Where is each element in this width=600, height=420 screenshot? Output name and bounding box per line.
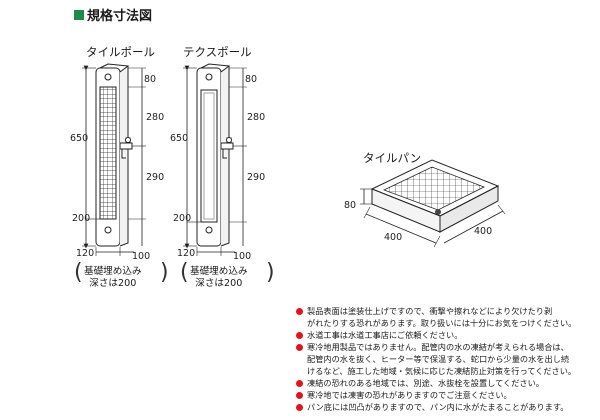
- tile-note-line1: 基礎埋め込み: [84, 266, 142, 277]
- pan-width-label: 400: [384, 232, 402, 243]
- note-line: けるなど、施工した地域・気候に応じた凍結防止対策を行ってください。: [307, 366, 577, 376]
- tile-height-label: 650: [70, 133, 88, 144]
- tile-pole-title: タイルポール: [86, 45, 155, 59]
- tile-top-label: 80: [144, 74, 156, 85]
- tile-mid-label: 280: [146, 112, 164, 123]
- tex-bottom-label: 200: [173, 213, 191, 224]
- bullet-icon: [296, 404, 303, 411]
- tile-note-paren-open: (: [74, 260, 83, 285]
- bullet-icon: [296, 380, 303, 387]
- bullet-icon: [296, 308, 303, 315]
- note-line: 凍結の恐れのある地域では、別途、水抜栓を設置してください。: [296, 377, 596, 389]
- pan-depth-label: 400: [474, 226, 492, 237]
- note-line: 製品表面は塗装仕上げですので、衝撃や擦れなどにより欠けたり剥: [296, 305, 596, 317]
- tex-width-label: 120: [177, 248, 195, 259]
- note-line: 寒冷地用製品ではありません。配管内の水の凍結が考えられる場合は、: [296, 341, 596, 353]
- note-line: がれたりする恐れがあります。取り扱いには十分にお気をつけください。: [307, 318, 577, 328]
- tex-note-line2: 深さは200: [195, 277, 243, 289]
- tex-pole-note: 基礎埋め込み 深さは200: [190, 266, 248, 290]
- note-line: 配管内の水を抜く、ヒーター等で保温する、蛇口から少量の水を出し続: [307, 354, 570, 364]
- tile-note-paren-close: ): [160, 260, 169, 285]
- tex-depth-label: 100: [233, 251, 251, 262]
- heading-square-icon: [74, 9, 84, 20]
- tile-pole-drawing: [82, 63, 146, 256]
- caution-notes: 製品表面は塗装仕上げですので、衝撃や擦れなどにより欠けたり剥 がれたりする恐れが…: [296, 305, 596, 413]
- tex-note-paren-close: ): [266, 260, 275, 285]
- tex-lower-label: 290: [247, 172, 265, 183]
- tex-note-line1: 基礎埋め込み: [190, 266, 248, 277]
- tile-pan-drawing: [360, 159, 506, 248]
- note-line: 寒冷地では凍害の恐れがありますのでご注意ください。: [296, 389, 596, 401]
- tex-top-label: 80: [245, 74, 257, 85]
- section-heading: 規格寸法図: [74, 5, 152, 24]
- tex-pole-drawing: [183, 63, 247, 256]
- tile-note-line2: 深さは200: [89, 277, 137, 289]
- tex-height-label: 650: [170, 133, 188, 144]
- pan-height-label: 80: [344, 200, 356, 211]
- heading-text: 規格寸法図: [87, 9, 153, 24]
- note-line: パン底には凹凸がありますので、パン内に水がたまることがあります。: [296, 401, 596, 413]
- tile-pole-note: 基礎埋め込み 深さは200: [84, 266, 142, 290]
- faucet-icon: [220, 137, 234, 159]
- tile-depth-label: 100: [132, 251, 150, 262]
- tex-note-paren-open: (: [180, 260, 189, 285]
- tex-mid-label: 280: [247, 112, 265, 123]
- tile-pan-title: タイルパン: [363, 151, 422, 165]
- note-line: 水道工事は水道工事店にご依頼ください。: [296, 329, 596, 341]
- tile-lower-label: 290: [146, 172, 164, 183]
- bullet-icon: [296, 344, 303, 351]
- tex-pole-title: テクスポール: [183, 45, 252, 59]
- tile-width-label: 120: [76, 248, 94, 259]
- tile-bottom-label: 200: [72, 213, 90, 224]
- bullet-icon: [296, 392, 303, 399]
- bullet-icon: [296, 332, 303, 339]
